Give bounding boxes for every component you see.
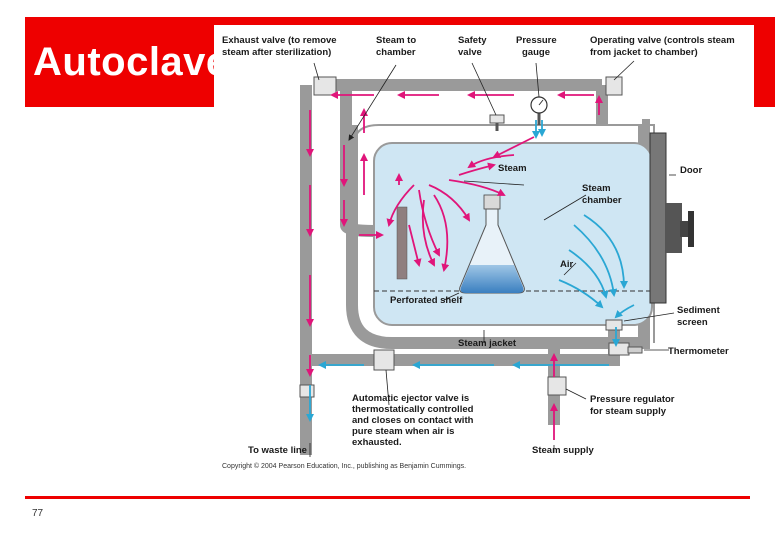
label-perforated-shelf: Perforated shelf bbox=[390, 295, 463, 306]
label-door: Door bbox=[680, 165, 702, 176]
operating-valve bbox=[605, 76, 623, 96]
label-pressure-gauge-1: Pressure bbox=[516, 35, 557, 46]
page-number: 77 bbox=[32, 508, 44, 519]
label-ejector-5: exhausted. bbox=[352, 437, 402, 448]
label-safety-valve-1: Safety bbox=[458, 35, 487, 46]
label-pressure-gauge-2: gauge bbox=[522, 47, 550, 58]
waste-trap bbox=[299, 384, 315, 398]
slide-title: Autoclave bbox=[33, 40, 229, 84]
pressure-gauge bbox=[530, 96, 548, 125]
label-ejector-4: pure steam when air is bbox=[352, 426, 454, 437]
label-steam-chamber-1: Steam bbox=[582, 183, 611, 194]
label-sediment-screen-2: screen bbox=[677, 317, 708, 328]
sediment-screen bbox=[605, 319, 623, 331]
steam-jacket bbox=[346, 119, 650, 349]
label-exhaust-valve-2: steam after sterilization) bbox=[222, 47, 331, 58]
label-ejector-1: Automatic ejector valve is bbox=[352, 393, 469, 404]
label-thermometer: Thermometer bbox=[668, 346, 729, 357]
exhaust-valve bbox=[313, 76, 337, 96]
label-pressure-regulator-2: for steam supply bbox=[590, 406, 667, 417]
pressure-regulator bbox=[547, 376, 567, 396]
label-steam-chamber-2: chamber bbox=[582, 195, 622, 206]
footer-rule bbox=[25, 496, 750, 499]
autoclave-diagram: Exhaust valve (to remove steam after ste… bbox=[214, 25, 754, 475]
label-safety-valve-2: valve bbox=[458, 47, 482, 58]
label-steam: Steam bbox=[498, 163, 527, 174]
ejector-valve bbox=[373, 349, 395, 371]
leader-lines bbox=[309, 60, 676, 457]
label-ejector-2: thermostatically controlled bbox=[352, 404, 474, 415]
label-steam-supply: Steam supply bbox=[532, 445, 594, 456]
label-sediment-screen-1: Sediment bbox=[677, 305, 721, 316]
door bbox=[649, 132, 694, 304]
thermometer-housing bbox=[608, 342, 630, 356]
chamber-rack bbox=[396, 206, 408, 280]
label-air: Air bbox=[560, 259, 574, 270]
label-steam-to-chamber-1: Steam to bbox=[376, 35, 416, 46]
drain-pipe bbox=[306, 325, 620, 366]
label-operating-valve-1: Operating valve (controls steam bbox=[590, 35, 735, 46]
label-exhaust-valve-1: Exhaust valve (to remove bbox=[222, 35, 337, 46]
thermometer bbox=[627, 346, 643, 354]
label-steam-jacket: Steam jacket bbox=[458, 338, 517, 349]
label-pressure-regulator-1: Pressure regulator bbox=[590, 394, 675, 405]
label-ejector-3: and closes on contact with bbox=[352, 415, 474, 426]
copyright-text: Copyright © 2004 Pearson Education, Inc.… bbox=[222, 462, 466, 470]
label-operating-valve-2: from jacket to chamber) bbox=[590, 47, 698, 58]
label-steam-to-chamber-2: chamber bbox=[376, 47, 416, 58]
autoclave-svg: Exhaust valve (to remove steam after ste… bbox=[214, 25, 754, 475]
air-arrows bbox=[306, 120, 635, 422]
label-to-waste-line: To waste line bbox=[248, 445, 307, 456]
steam-arrows bbox=[306, 91, 603, 377]
safety-valve bbox=[489, 114, 505, 131]
flask bbox=[459, 194, 525, 294]
